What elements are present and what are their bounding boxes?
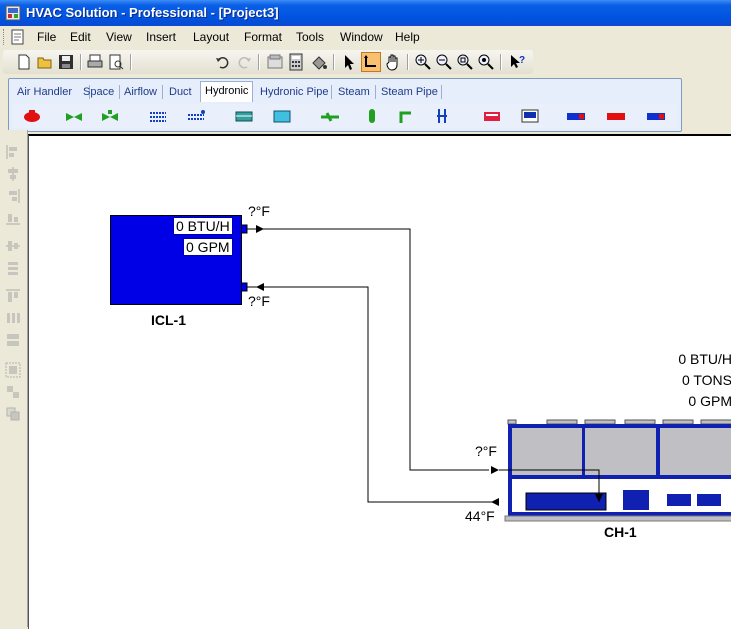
pan-hand-icon[interactable] [384,53,402,71]
help-cursor-icon[interactable]: ? [508,53,526,71]
connect-pipe-icon[interactable] [361,52,381,72]
tank-icon[interactable] [271,107,293,125]
distribute-horizontal-icon[interactable] [5,310,21,326]
separator-icon[interactable] [361,107,383,125]
icl-unit-edge [236,215,242,305]
drawing-canvas[interactable]: 0 BTU/H 0 GPM ICL-1 ?°F ?°F 0 BTU/H 0 TO… [28,134,731,629]
valve-alt-icon[interactable] [99,107,121,125]
tab-airflow[interactable]: Airflow [124,86,158,98]
svg-text:?: ? [519,55,525,66]
fitting-icon[interactable] [395,107,417,125]
cooler-icon[interactable] [645,107,667,125]
window-title: HVAC Solution - Professional - [Project3… [26,5,279,20]
icl-supply-temp: ?°F [248,203,270,219]
standard-toolbar: ? [0,48,731,76]
redo-icon[interactable] [235,53,253,71]
icl-btu-value: 0 BTU/H [173,217,233,235]
flow-arrow-chiller-outlet [491,498,499,506]
flow-arrow-icl-return [256,283,264,291]
boiler-icon[interactable] [481,107,503,125]
title-bar: HVAC Solution - Professional - [Project3… [0,0,731,26]
pipe-return[interactable] [247,286,499,503]
heat-exchanger-icon[interactable] [233,107,255,125]
select-arrow-icon[interactable] [340,53,358,71]
menu-format[interactable]: Format [244,30,283,44]
app-icon [5,5,21,21]
print-preview-icon[interactable] [107,53,125,71]
chiller-unit[interactable] [504,419,731,522]
properties-icon[interactable] [266,53,284,71]
valve-icon[interactable] [63,107,85,125]
open-icon[interactable] [36,53,54,71]
heater-icon[interactable] [605,107,627,125]
document-icon[interactable] [9,28,27,46]
menu-file[interactable]: File [37,30,57,44]
strainer-icon[interactable] [319,107,341,125]
menu-layout[interactable]: Layout [193,30,230,44]
menu-tools[interactable]: Tools [296,30,325,44]
order-icon[interactable] [5,406,21,422]
distribute-vertical-icon[interactable] [5,260,21,276]
pipe-supply[interactable] [247,228,489,471]
tab-steam[interactable]: Steam [338,86,370,98]
icl-return-temp: ?°F [248,293,270,309]
align-bottom-icon[interactable] [5,210,21,226]
print-icon[interactable] [86,53,104,71]
ungroup-icon[interactable] [5,384,21,400]
chiller-icon[interactable] [565,107,587,125]
save-icon[interactable] [57,53,75,71]
align-top-icon[interactable] [5,288,21,304]
coil-icon[interactable] [147,107,169,125]
tab-space[interactable]: Space [83,86,115,98]
group-icon[interactable] [5,362,21,378]
expansion-tank-icon[interactable] [519,107,541,125]
component-tab-panel: Air Handler Space Airflow Duct Hydronic … [8,78,682,132]
zoom-window-icon[interactable] [477,53,495,71]
chiller-outlet-temp: 44°F [465,508,495,524]
chiller-tons-value: 0 TONS [681,372,731,388]
layout-toolbar [0,130,28,627]
menu-view[interactable]: View [106,30,132,44]
tab-duct[interactable]: Duct [169,86,192,98]
coil-alt-icon[interactable] [185,107,207,125]
chiller-btu-value: 0 BTU/H [678,351,731,367]
new-icon[interactable] [15,53,33,71]
align-middle-icon[interactable] [5,238,21,254]
flow-arrow-icl-supply [256,225,264,233]
toolbar-grip[interactable] [3,29,7,45]
align-center-icon[interactable] [5,166,21,182]
menu-edit[interactable]: Edit [70,30,91,44]
paint-icon[interactable] [310,53,328,71]
menu-window[interactable]: Window [340,30,383,44]
undo-icon[interactable] [214,53,232,71]
chiller-gpm-value: 0 GPM [688,393,731,409]
chiller-label: CH-1 [604,524,637,540]
menu-help[interactable]: Help [395,30,420,44]
same-size-icon[interactable] [5,332,21,348]
calculator-icon[interactable] [287,53,305,71]
icl-label: ICL-1 [151,312,186,328]
tab-air-handler[interactable]: Air Handler [17,86,73,98]
zoom-fit-icon[interactable] [456,53,474,71]
chiller-inlet-temp: ?°F [475,443,497,459]
vertical-pipe-icon[interactable] [431,107,453,125]
flow-arrow-chiller-inlet [491,466,499,474]
pump-icon[interactable] [21,107,43,125]
tab-hydronic-pipe[interactable]: Hydronic Pipe [260,86,329,98]
piping-diagram [240,224,731,522]
hydronic-component-toolbar [13,104,677,128]
menu-insert[interactable]: Insert [146,30,177,44]
align-left-icon[interactable] [5,144,21,160]
zoom-out-icon[interactable] [435,53,453,71]
tab-hydronic[interactable]: Hydronic [200,81,254,102]
menu-bar: File Edit View Insert Layout Format Tool… [0,26,731,48]
zoom-in-icon[interactable] [414,53,432,71]
icl-gpm-value: 0 GPM [183,238,233,256]
tab-steam-pipe[interactable]: Steam Pipe [381,86,438,98]
align-right-icon[interactable] [5,188,21,204]
